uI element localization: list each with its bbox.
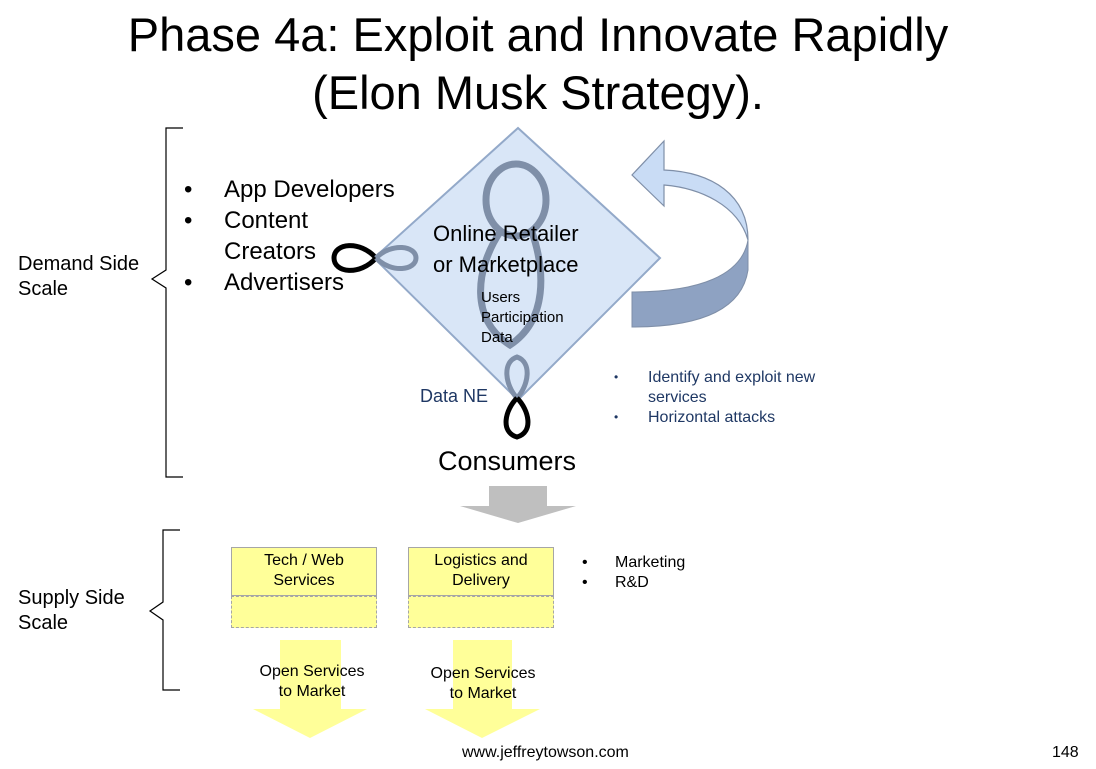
page-number: 148 [1052, 744, 1079, 761]
supply-bullet: Marketing [580, 553, 740, 573]
inner-line: Data [481, 329, 513, 346]
platform-name-line-2: or Marketplace [433, 252, 579, 277]
supply-side-brace [148, 529, 180, 691]
data-ne-loop-icon [503, 354, 531, 440]
down-arrow [460, 486, 576, 523]
demand-bullet: Content Creators [184, 205, 404, 267]
output-line: Open Services [259, 663, 365, 680]
demand-label-line-1: Demand Side [18, 253, 140, 275]
output-arrow-2 [425, 640, 540, 738]
strategy-bullet: Identify and exploit new services [612, 367, 832, 408]
title-line-2: (Elon Musk Strategy). [312, 66, 764, 119]
supply-box-tech-web-extension [231, 596, 377, 628]
inner-line: Participation [481, 309, 564, 326]
demand-side-label: Demand Side Scale [18, 252, 139, 302]
output-line: to Market [449, 685, 517, 702]
output-line: Open Services [430, 665, 536, 682]
supply-label-line-1: Supply Side [18, 587, 125, 609]
output-label-2: Open Services to Market [413, 664, 553, 704]
footer-website: www.jeffreytowson.com [462, 744, 629, 761]
platform-inner-text: Users Participation Data [481, 288, 564, 348]
demand-bullet: App Developers [184, 174, 404, 205]
demand-bullet: Advertisers [184, 267, 404, 298]
data-ne-label: Data NE [420, 386, 489, 406]
supply-label-line-2: Scale [18, 612, 69, 634]
platform-name-line-1: Online Retailer [433, 221, 579, 246]
output-line: to Market [278, 683, 346, 700]
curved-feedback-arrow [631, 139, 749, 328]
box-line: Tech / Web [264, 552, 344, 569]
box-line: Services [273, 572, 335, 589]
inner-line: Users [481, 289, 521, 306]
output-arrow-1 [253, 640, 367, 738]
box-line: Logistics and [434, 552, 528, 569]
supply-box-logistics-extension [408, 596, 554, 628]
consumers-label: Consumers [438, 446, 577, 476]
demand-side-brace [150, 127, 183, 478]
strategy-bullet: Horizontal attacks [612, 407, 832, 428]
strategy-bullet-list: Identify and exploit new services Horizo… [612, 367, 832, 428]
title-line-1: Phase 4a: Exploit and Innovate Rapidly [127, 8, 949, 61]
supply-side-label: Supply Side Scale [18, 586, 125, 636]
supply-box-logistics: Logistics and Delivery [408, 547, 554, 596]
box-line: Delivery [452, 572, 510, 589]
platform-name: Online Retailer or Marketplace [433, 218, 579, 280]
demand-label-line-2: Scale [18, 278, 69, 300]
supply-bullet-list: Marketing R&D [580, 553, 740, 593]
supply-box-tech-web: Tech / Web Services [231, 547, 377, 596]
slide-title: Phase 4a: Exploit and Innovate Rapidly (… [0, 6, 1076, 122]
demand-bullet-list: App Developers Content Creators Advertis… [184, 174, 404, 298]
supply-bullet: R&D [580, 573, 740, 593]
network-effect-figure-eight-icon [477, 160, 550, 350]
output-label-1: Open Services to Market [242, 662, 382, 702]
